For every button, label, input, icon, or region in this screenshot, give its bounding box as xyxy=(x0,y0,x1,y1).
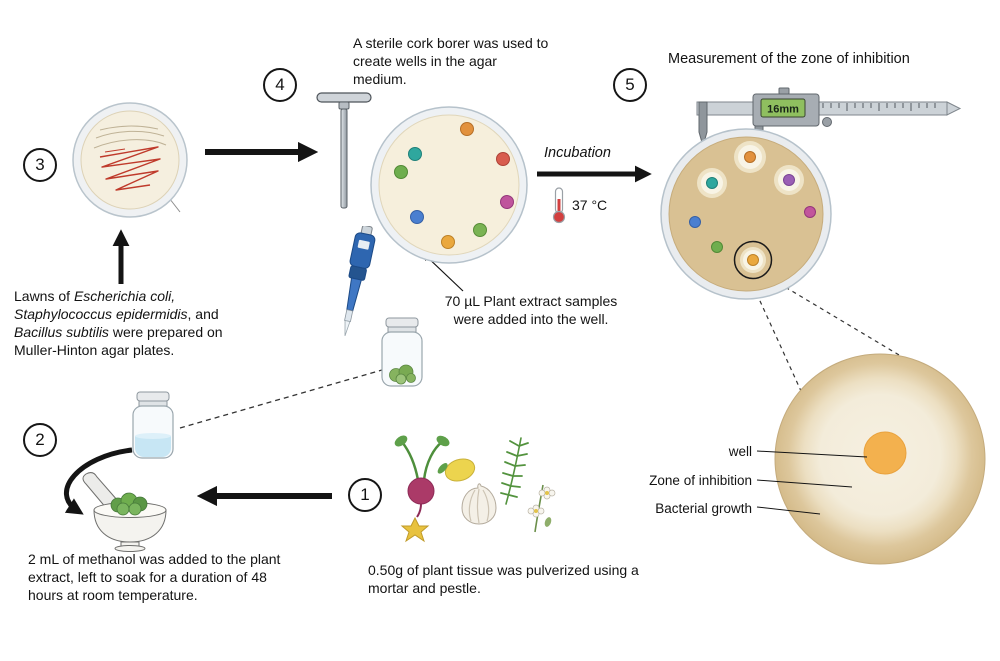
fern xyxy=(500,437,529,505)
step3-caption-text-1: Lawns of xyxy=(14,288,74,304)
step-number-4-label: 4 xyxy=(275,75,285,94)
step-number-1: 1 xyxy=(348,478,382,512)
cork-borer-collar xyxy=(338,101,350,110)
digital-caliper-icon: 16mm xyxy=(696,87,962,148)
liquid-surface xyxy=(135,433,171,439)
step-number-4: 4 xyxy=(263,68,297,102)
lemon xyxy=(437,458,476,482)
cork-borer-handle xyxy=(316,92,372,103)
step3-caption: Lawns of Escherichia coli, Staphylococcu… xyxy=(14,288,232,360)
caliper-thumb-wheel xyxy=(822,117,832,127)
step1-caption: 0.50g of plant tissue was pulverized usi… xyxy=(368,562,639,596)
plant-extract-jar xyxy=(381,317,423,387)
mortar-and-pestle-icon xyxy=(82,472,167,552)
step-number-2: 2 xyxy=(23,423,57,457)
thermometer-icon xyxy=(552,187,566,224)
incubation-label: Incubation xyxy=(544,145,611,161)
caliper-beam-end xyxy=(946,101,962,116)
star-flower xyxy=(400,516,430,543)
dashed-line-jar-to-jar xyxy=(179,369,383,429)
beet xyxy=(394,435,450,518)
step-number-5: 5 xyxy=(613,68,647,102)
flower-sprig xyxy=(527,484,556,533)
methanol-jar xyxy=(132,391,174,459)
step-number-3: 3 xyxy=(23,148,57,182)
streak-marks-red xyxy=(99,146,161,191)
agar-medium xyxy=(80,110,180,210)
step-number-1-label: 1 xyxy=(360,485,370,504)
step3-caption-text-3: , and xyxy=(187,305,219,322)
bacterial-growth-label: Bacterial growth xyxy=(655,501,752,516)
sample-wells xyxy=(394,122,514,249)
sample-wells xyxy=(689,151,816,266)
plant-material xyxy=(110,492,148,516)
streak-marks-gray xyxy=(93,125,167,149)
caliper-scale-ticks xyxy=(822,103,936,111)
step4-note: 70 µL Plant extract samples were added i… xyxy=(444,293,618,327)
micropipette-icon xyxy=(344,226,376,336)
plant-specimens xyxy=(394,435,556,543)
step2-caption: 2 mL of methanol was added to the plant … xyxy=(28,551,281,603)
methanol-liquid xyxy=(135,436,171,457)
micropipette-body xyxy=(344,226,376,336)
caliper-beam xyxy=(696,101,948,116)
cork-borer-icon xyxy=(316,92,372,209)
jar-lid xyxy=(136,391,170,402)
well-label: well xyxy=(728,444,752,459)
caliper-lock-screw xyxy=(778,87,790,95)
incubation-temperature: 37 °C xyxy=(572,197,608,213)
species-b-subtilis: Bacillus subtilis xyxy=(14,323,109,340)
step5-title: Measurement of the zone of inhibition xyxy=(668,51,910,67)
well-circle xyxy=(863,431,907,475)
magnified-well-view xyxy=(774,353,986,565)
step-number-2-label: 2 xyxy=(35,430,45,449)
step3-caption-text-4: were prepared on Muller-Hinton agar plat… xyxy=(14,323,223,358)
caliper-reading: 16mm xyxy=(767,104,799,116)
garlic-bulb xyxy=(461,483,497,525)
jar-lid xyxy=(385,317,419,328)
cork-borer-shaft xyxy=(340,108,348,209)
species-e-coli: Escherichia coli, xyxy=(73,288,176,304)
step4-caption: A sterile cork borer was used to create … xyxy=(353,35,549,87)
plant-extract xyxy=(389,364,416,385)
step-number-5-label: 5 xyxy=(625,75,635,94)
petri-dish-bacterial-lawn xyxy=(72,102,188,218)
white-flowers xyxy=(527,486,556,518)
petri-dish-zones xyxy=(660,128,832,300)
petri-dish-with-wells xyxy=(370,106,528,264)
highlight-circle xyxy=(733,240,773,280)
mortar-base xyxy=(114,545,146,552)
step-number-3-label: 3 xyxy=(35,155,45,174)
species-s-epidermidis: Staphylococcus epidermidis xyxy=(14,305,188,322)
caliper-lcd xyxy=(760,98,806,118)
zone-of-inhibition-label: Zone of inhibition xyxy=(649,473,752,488)
pipette-tip xyxy=(344,320,351,336)
